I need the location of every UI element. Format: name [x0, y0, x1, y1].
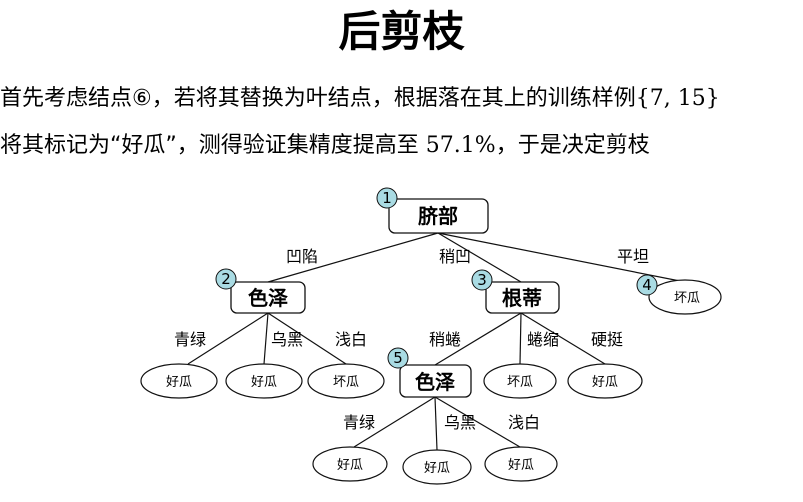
- edge-label-root-n4: 平坦: [617, 247, 649, 266]
- leaf-6-label: 好瓜: [337, 458, 363, 473]
- node-3-badge-number: 3: [477, 271, 487, 289]
- edge-root-n4: [437, 232, 686, 283]
- edge-n5-leaf7: [434, 396, 438, 451]
- leaf-5-label: 好瓜: [592, 375, 618, 390]
- edge-label-n2-leaf1: 青绿: [174, 330, 206, 349]
- node-3-label: 根蒂: [502, 286, 542, 310]
- edge-label-root-n3: 稍凹: [439, 247, 471, 266]
- edge-n5-leaf8: [434, 396, 521, 448]
- node-2-badge: [215, 268, 237, 290]
- leaf-4-label: 坏瓜: [507, 375, 533, 390]
- line2-text-b: ，于是决定剪枝: [495, 133, 650, 158]
- node-2-label: 色泽: [248, 286, 288, 310]
- circled-node-number: ⑥: [132, 86, 152, 111]
- edge-root-n2: [267, 232, 439, 283]
- node-4: 坏瓜 4: [636, 274, 722, 315]
- edge-label-n5-leaf7: 乌黑: [444, 413, 476, 432]
- text-line-1: 首先考虑结点⑥，若将其替换为叶结点，根据落在其上的训练样例{7, 15}: [0, 84, 720, 114]
- edge-root-n3: [437, 232, 522, 283]
- leaf-6: 好瓜: [312, 446, 388, 482]
- node-4-label: 坏瓜: [674, 291, 700, 306]
- leaf-7-label: 好瓜: [424, 461, 450, 476]
- node-root-label: 脐部: [418, 204, 458, 228]
- edge-n3-n5: [434, 312, 522, 366]
- node-5: 色泽 5: [387, 347, 472, 398]
- edge-label-n3-leaf4: 蜷缩: [527, 330, 559, 349]
- edge-n3-leaf5: [520, 312, 606, 365]
- node-5-badge: [387, 347, 409, 369]
- leaf-2: 好瓜: [225, 363, 303, 399]
- line1-text-a: 首先考虑结点: [0, 86, 133, 111]
- leaf-1-label: 好瓜: [166, 375, 192, 390]
- edge-label-n2-leaf3: 浅白: [335, 330, 367, 349]
- accuracy-value: 57.1%: [425, 133, 496, 158]
- edge-label-n2-leaf2: 乌黑: [271, 330, 303, 349]
- edge-label-n3-leaf5: 硬挺: [591, 330, 623, 349]
- edge-n5-leaf6: [353, 396, 436, 448]
- leaf-1: 好瓜: [140, 363, 218, 399]
- node-root-badge-number: 1: [382, 189, 392, 207]
- leaf-4: 坏瓜: [483, 363, 557, 399]
- edge-n2-leaf1: [187, 312, 269, 365]
- node-4-badge: [636, 274, 658, 296]
- node-3-badge: [471, 269, 493, 291]
- edge-n2-leaf2: [263, 312, 269, 365]
- leaf-2-label: 好瓜: [251, 375, 277, 390]
- edge-n2-leaf3: [267, 312, 347, 365]
- leaf-7: 好瓜: [402, 449, 472, 485]
- sample-set: {7, 15}: [635, 86, 720, 111]
- node-root-badge: [376, 187, 398, 209]
- node-3: 根蒂 3: [471, 269, 560, 314]
- edge-label-root-n2: 凹陷: [286, 247, 318, 266]
- line1-text-b: ，若将其替换为叶结点，根据落在其上的训练样例: [151, 86, 636, 111]
- edge-label-n5-leaf6: 青绿: [343, 413, 375, 432]
- edge-label-n3-n5: 稍蜷: [429, 330, 461, 349]
- line2-text-a: 将其标记为“好瓜”，测得验证集精度提高至: [0, 133, 419, 158]
- edge-n3-leaf4: [519, 312, 522, 365]
- text-line-2: 将其标记为“好瓜”，测得验证集精度提高至 57.1%，于是决定剪枝: [0, 131, 650, 161]
- node-4-badge-number: 4: [642, 276, 652, 294]
- leaf-8-label: 好瓜: [508, 458, 534, 473]
- node-2: 色泽 2: [215, 268, 306, 314]
- leaf-5: 好瓜: [567, 363, 643, 399]
- leaf-3-label: 坏瓜: [333, 375, 359, 390]
- leaf-3: 坏瓜: [307, 363, 385, 399]
- edge-label-n5-leaf8: 浅白: [508, 413, 540, 432]
- node-2-badge-number: 2: [221, 270, 231, 288]
- node-5-label: 色泽: [415, 370, 455, 394]
- slide-title: 后剪枝: [338, 7, 465, 56]
- node-5-badge-number: 5: [393, 349, 403, 367]
- leaf-8: 好瓜: [484, 446, 558, 482]
- node-root: 脐部 1: [376, 187, 489, 234]
